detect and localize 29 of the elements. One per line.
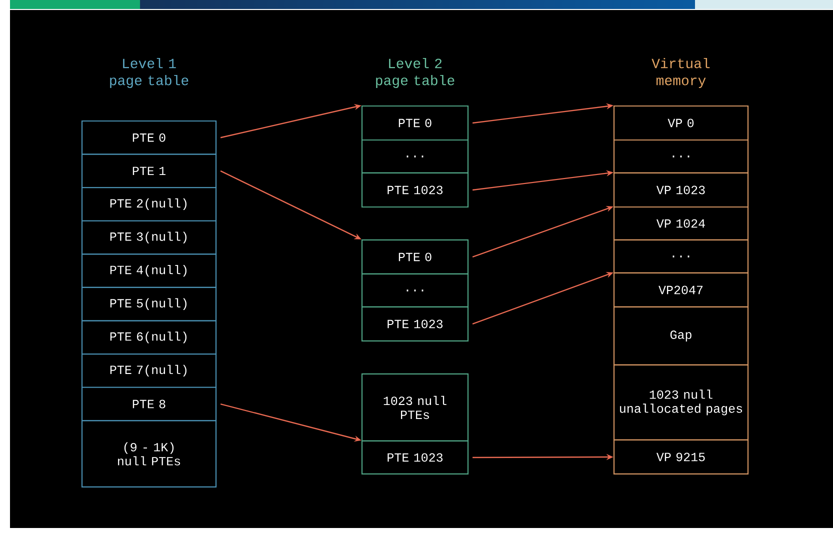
column-heading: Virtual memory [652, 58, 710, 88]
table-cell: VP 9215 [613, 439, 749, 475]
table-cell: PTE 3(null) [81, 220, 217, 255]
table-cell: VP 1023 [613, 172, 749, 208]
table-cell: PTE 0 [81, 120, 217, 155]
table-cell: PTE 7(null) [81, 354, 217, 388]
table-cell: VP2047 [613, 272, 749, 308]
table-cell: (9 - 1K) null PTEs [81, 420, 217, 488]
table-cell: PTE 1023 [361, 306, 469, 342]
table-cell: ... [613, 139, 749, 174]
table-cell: 1023 null PTEs [361, 373, 469, 442]
table-cell: ... [361, 273, 469, 308]
table-cell: Gap [613, 306, 749, 366]
table-cell: PTE 1023 [361, 440, 469, 475]
table-cell: PTE 8 [81, 386, 217, 422]
column-heading: Level 1 page table [110, 58, 188, 88]
column-heading: Level 2 page table [376, 58, 454, 88]
table-cell: ... [361, 139, 469, 174]
table-cell: PTE 4(null) [81, 254, 217, 288]
table-cell: PTE 1023 [361, 172, 469, 208]
table-cell: ... [613, 239, 749, 274]
table-cell: PTE 0 [361, 105, 469, 141]
table-cell: PTE 2(null) [81, 187, 217, 222]
table-cell: VP 1024 [613, 206, 749, 241]
table-cell: PTE 5(null) [81, 286, 217, 322]
table-cell: PTE 6(null) [81, 320, 217, 355]
table-cell: PTE 0 [361, 239, 469, 275]
table-cell: VP 0 [613, 105, 749, 141]
table-cell: PTE 1 [81, 154, 217, 188]
